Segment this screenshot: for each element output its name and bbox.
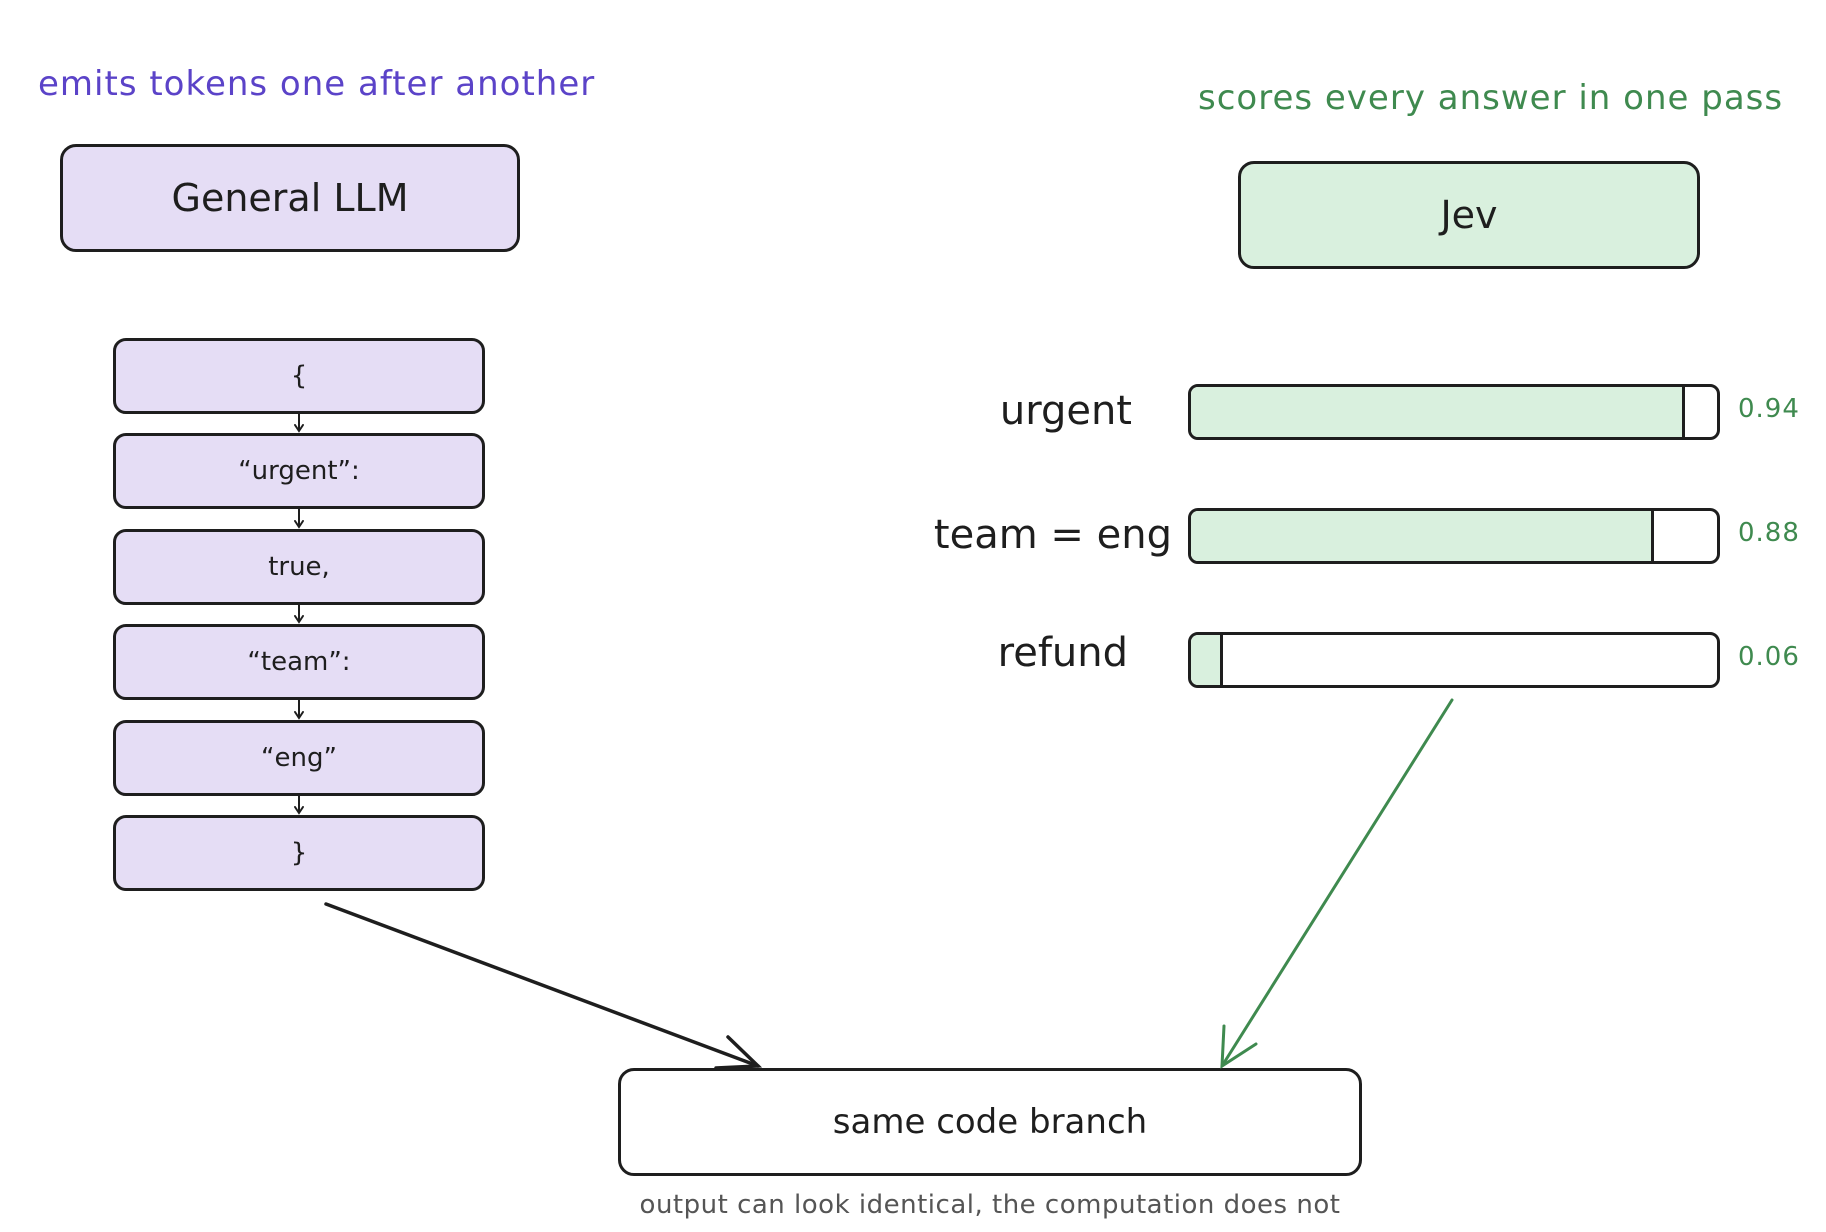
token-label: true, xyxy=(268,552,330,582)
token-label: } xyxy=(290,838,308,868)
code-branch-label: same code branch xyxy=(832,1102,1148,1142)
score-bar xyxy=(1188,508,1720,564)
score-bar-fill xyxy=(1191,511,1654,561)
score-value: 0.88 xyxy=(1738,518,1800,548)
token-arrow xyxy=(294,413,304,433)
token-label: “team”: xyxy=(247,647,351,677)
score-bar xyxy=(1188,384,1720,440)
token-box: “urgent”: xyxy=(113,433,485,509)
token-box: } xyxy=(113,815,485,891)
llm-arrowhead xyxy=(714,1035,763,1070)
token-box: “team”: xyxy=(113,624,485,700)
token-box: { xyxy=(113,338,485,414)
llm-caption: emits tokens one after another xyxy=(38,64,596,104)
score-bar-fill xyxy=(1191,635,1223,685)
token-arrow xyxy=(294,508,304,529)
jev-label: Jev xyxy=(1440,193,1498,237)
token-label: “eng” xyxy=(261,743,337,773)
jev-caption: scores every answer in one pass xyxy=(1198,78,1784,118)
footnote: output can look identical, the computati… xyxy=(639,1190,1341,1220)
token-arrow xyxy=(294,604,304,624)
jev-to-branch-arrow xyxy=(1220,698,1454,1068)
token-arrow xyxy=(294,699,304,720)
score-bar-fill xyxy=(1191,387,1686,437)
token-box: true, xyxy=(113,529,485,605)
score-label-refund: refund xyxy=(997,630,1128,676)
code-branch-box: same code branch xyxy=(618,1068,1362,1176)
general-llm-label: General LLM xyxy=(171,176,409,220)
token-box: “eng” xyxy=(113,720,485,796)
score-value: 0.94 xyxy=(1738,394,1800,424)
llm-to-branch-arrow xyxy=(324,902,760,1068)
score-value: 0.06 xyxy=(1738,642,1800,672)
general-llm-box: General LLM xyxy=(60,144,520,252)
score-bar xyxy=(1188,632,1720,688)
score-label-team: team = eng xyxy=(933,512,1172,558)
jev-arrowhead xyxy=(1220,1024,1258,1069)
token-label: { xyxy=(290,361,308,391)
token-label: “urgent”: xyxy=(238,456,360,486)
jev-box: Jev xyxy=(1238,161,1700,269)
token-arrow xyxy=(294,795,304,815)
score-label-urgent: urgent xyxy=(999,388,1132,434)
